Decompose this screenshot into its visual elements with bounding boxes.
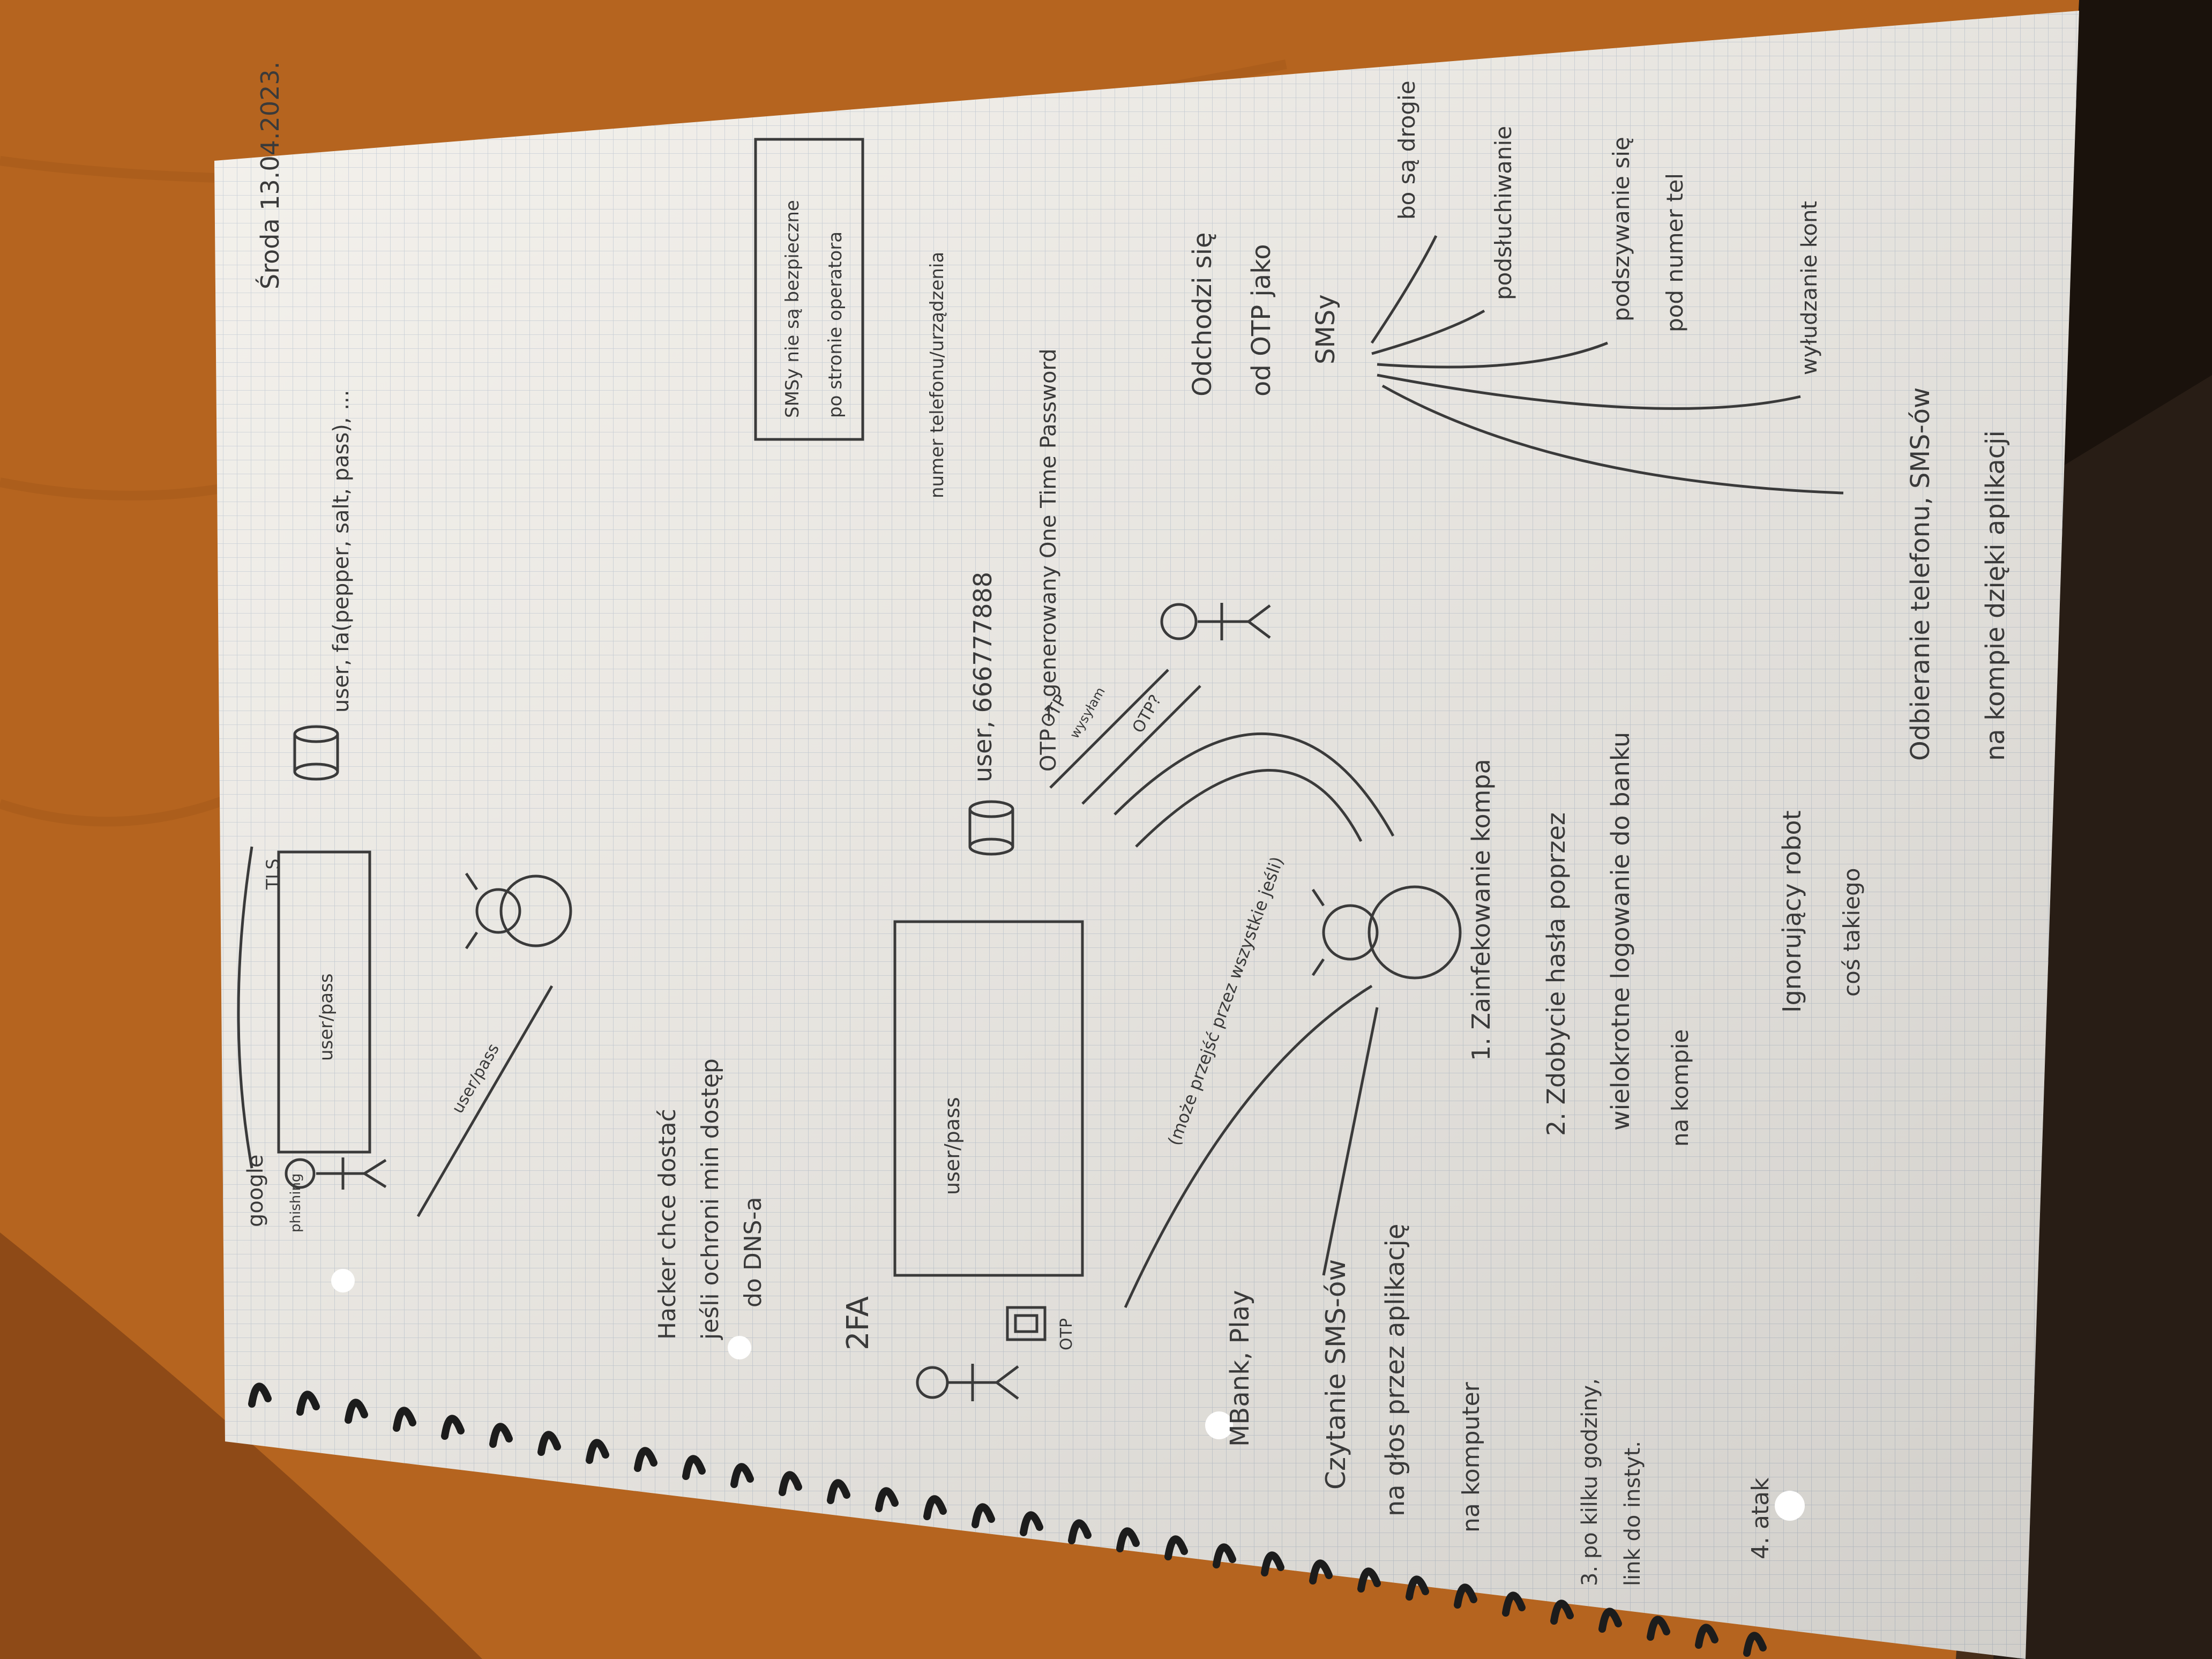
arrow-reason-1	[1370, 235, 1438, 344]
note-step-2: 2. Zdobycie hasła poprzez	[1542, 812, 1571, 1136]
note-reason-2: podsłuchiwanie	[1490, 126, 1516, 300]
hacker-icon	[465, 872, 572, 950]
note-reading-sms-line2: na głos przez aplikację	[1380, 1224, 1410, 1516]
desk-shadow-bottom	[0, 1232, 482, 1659]
note-otp-separate-line3: SMSy	[1311, 294, 1341, 364]
arrow-reason-2	[1371, 309, 1485, 355]
database-2fa-icon	[968, 800, 1014, 856]
note-otp-separate-line2: od OTP jako	[1246, 244, 1276, 397]
arrow-reason-3	[1377, 341, 1608, 369]
note-bottom-line2: coś takiego	[1839, 868, 1865, 997]
note-hacker-line2: jeśli ochroni min dostęp	[697, 1058, 724, 1340]
note-otp-phone-label: OTP	[1057, 1318, 1076, 1350]
diagram-2fa-box	[893, 920, 1084, 1277]
note-phone-annotation: numer telefonu/urządzenia	[926, 252, 948, 498]
punch-hole	[1775, 1491, 1805, 1521]
punch-hole	[331, 1269, 355, 1292]
note-reading-sms-line1: Czytanie SMS-ów	[1320, 1259, 1351, 1490]
arrow-phone-hacker-1	[1322, 1007, 1379, 1276]
arrow-otp-send	[1049, 669, 1169, 789]
note-date: Środa 13.04.2023.	[256, 62, 285, 289]
arrow-hacker-otp-2	[1114, 732, 1395, 837]
phone-icon	[1006, 1306, 1047, 1341]
punch-hole	[728, 1336, 751, 1359]
note-otp-generated: OTP → generowany One Time Password	[1036, 348, 1061, 772]
sms-note-box	[754, 138, 864, 441]
note-step-1: 1. Zainfekowanie kompa	[1467, 759, 1496, 1061]
note-otp-separate-line1: Odchodzi się	[1187, 232, 1217, 397]
note-bottom-line4: na kompie dzięki aplikacji	[1981, 430, 2011, 761]
note-reason-4: wyłudzanie kont	[1797, 201, 1822, 375]
stick-figure-user-2fa-icon	[916, 1364, 1019, 1401]
note-step-2b: wielokrotne logowanie do banku	[1606, 732, 1635, 1131]
note-reason-1: bo są drogie	[1394, 80, 1420, 220]
note-bottom-line3: Odbieranie telefonu, SMS-ów	[1905, 387, 1935, 761]
note-request-user-pass-2fa: user/pass	[940, 1097, 964, 1195]
note-step-3-line1: 3. po kilku godziny,	[1578, 1378, 1602, 1586]
arrow-otp-request	[1081, 685, 1201, 805]
note-reading-sms-line3: na komputer	[1458, 1381, 1485, 1533]
spiral-binding	[248, 1382, 1767, 1657]
note-reason-3b: pod numer tel	[1662, 173, 1688, 332]
punch-hole	[1205, 1411, 1233, 1439]
note-hacker-line3: do DNS-a	[739, 1197, 767, 1307]
note-db-user-phone: user, 666777888	[968, 572, 997, 782]
note-label-google: google	[243, 1155, 268, 1227]
note-request-user-pass: user/pass	[316, 974, 337, 1061]
note-step-3-line2: link do instyt.	[1620, 1441, 1645, 1586]
stick-figure-user-icon	[285, 1157, 387, 1190]
arrow-hacker-otp-1	[1135, 769, 1363, 848]
note-db-user-fields: user, fa(pepper, salt, pass), ...	[329, 390, 354, 713]
arrow-phone-hacker-2	[1124, 984, 1373, 1309]
arrow-reason-5	[1381, 384, 1844, 495]
diagram-request-box	[277, 850, 371, 1154]
arrow-reason-4	[1377, 373, 1801, 410]
note-section-2fa: 2FA	[841, 1296, 876, 1350]
note-step-2c: na kompie	[1667, 1029, 1693, 1147]
hacker-2fa-icon	[1311, 885, 1462, 980]
arrow-hacker-user-pass	[416, 985, 554, 1217]
note-reason-3: podszywanie się	[1608, 137, 1634, 322]
stick-figure-owner-icon	[1160, 603, 1271, 640]
arrow-tls	[237, 846, 253, 1169]
database-icon	[293, 725, 339, 781]
note-sms-box-line2: po stronie operatora	[825, 231, 846, 418]
note-sms-box-line1: SMSy nie są bezpieczne	[782, 200, 803, 418]
note-label-tls: TLS	[263, 858, 283, 890]
note-hacker-line1: Hacker chce dostać	[654, 1109, 681, 1340]
note-mbank-play: MBank, Play	[1225, 1290, 1255, 1447]
note-bottom-line1: Ignorujący robot	[1777, 810, 1806, 1013]
note-step-4: 4. atak	[1747, 1477, 1774, 1559]
